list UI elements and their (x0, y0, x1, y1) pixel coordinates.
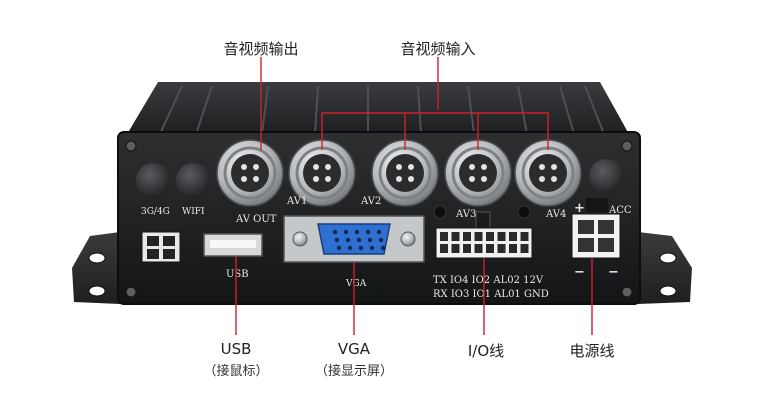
av-connectors (216, 139, 582, 207)
callout-usb: USB （接鼠标） (203, 340, 268, 379)
callout-av-input: 音视频输入 (400, 40, 476, 58)
left-small-power-port (141, 231, 181, 263)
antenna-acc-knob (589, 159, 623, 193)
av2-connector (371, 139, 439, 207)
label-av3: AV3 (455, 209, 476, 220)
usb-port (203, 233, 263, 257)
callout-lines (235, 57, 593, 335)
label-minus-2: − (608, 265, 619, 280)
antenna-wifi-knob (176, 163, 210, 197)
label-av2: AV2 (360, 196, 381, 207)
av4-connector (514, 139, 582, 207)
label-io-row1: TX IO4 IO2 AL02 12V (433, 275, 544, 286)
right-mounting-bracket (638, 232, 692, 304)
left-mounting-bracket (72, 232, 120, 304)
label-usb: USB (226, 269, 249, 280)
label-minus-1: − (574, 265, 585, 280)
label-av-out: AV OUT (235, 214, 277, 225)
av-out-connector (216, 139, 284, 207)
label-wifi: WIFI (182, 207, 205, 217)
label-plus: + (574, 201, 585, 216)
callout-power: 电源线 (569, 342, 615, 360)
vga-port (283, 215, 425, 263)
callout-vga-title: VGA (337, 340, 371, 358)
finned-housing (126, 82, 630, 136)
io-port (435, 211, 533, 259)
callout-vga: VGA （接显示屏） (315, 340, 393, 379)
label-acc: ACC (608, 205, 632, 216)
label-3g-4g: 3G/4G (141, 207, 170, 217)
callout-vga-subtitle: （接显示屏） (314, 364, 394, 379)
callout-usb-title: USB (220, 340, 252, 358)
label-av4: AV4 (545, 209, 566, 220)
antenna-3g-4g-knob (136, 163, 170, 197)
callout-av-output: 音视频输出 (223, 40, 299, 58)
power-port (571, 198, 621, 259)
callout-io: I/O线 (467, 342, 505, 360)
label-vga: VGA (345, 279, 367, 289)
label-av1: AV1 (286, 196, 307, 207)
callout-usb-subtitle: （接鼠标） (203, 364, 269, 379)
label-io-row2: RX IO3 IO1 AL01 GND (433, 289, 549, 300)
